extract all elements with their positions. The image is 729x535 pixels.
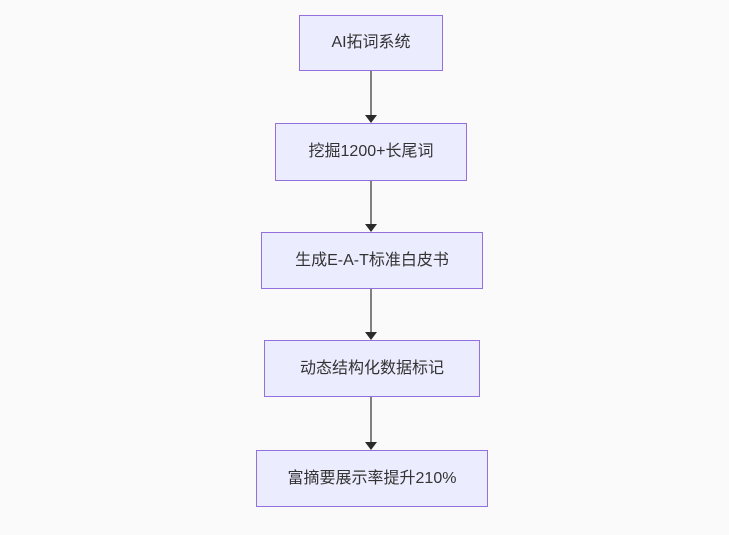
flow-node-longtail-keyword-mining: 挖掘1200+长尾词 [275,123,467,181]
flow-node-ai-word-expansion-system: AI拓词系统 [299,15,443,71]
flow-node-label: AI拓词系统 [331,34,411,52]
flow-edge-4 [365,397,377,450]
flow-node-rich-snippet-rate-result: 富摘要展示率提升210% [256,450,488,507]
arrowhead-down-icon [365,224,377,232]
flow-node-label: 挖掘1200+长尾词 [308,143,434,161]
arrowhead-down-icon [365,115,377,123]
edge-line [370,181,372,225]
flow-node-dynamic-structured-data-markup: 动态结构化数据标记 [264,340,480,397]
arrowhead-down-icon [365,332,377,340]
flow-node-eat-whitepaper-generation: 生成E-A-T标准白皮书 [261,232,483,289]
flow-node-label: 富摘要展示率提升210% [287,469,457,487]
flow-edge-2 [365,181,377,232]
edge-line [370,397,372,443]
edge-line [370,71,372,116]
flow-edge-3 [365,289,377,340]
edge-line [370,289,372,333]
flow-node-label: 动态结构化数据标记 [299,359,444,377]
arrowhead-down-icon [365,442,377,450]
flow-node-label: 生成E-A-T标准白皮书 [295,251,449,269]
flow-edge-1 [365,71,377,123]
